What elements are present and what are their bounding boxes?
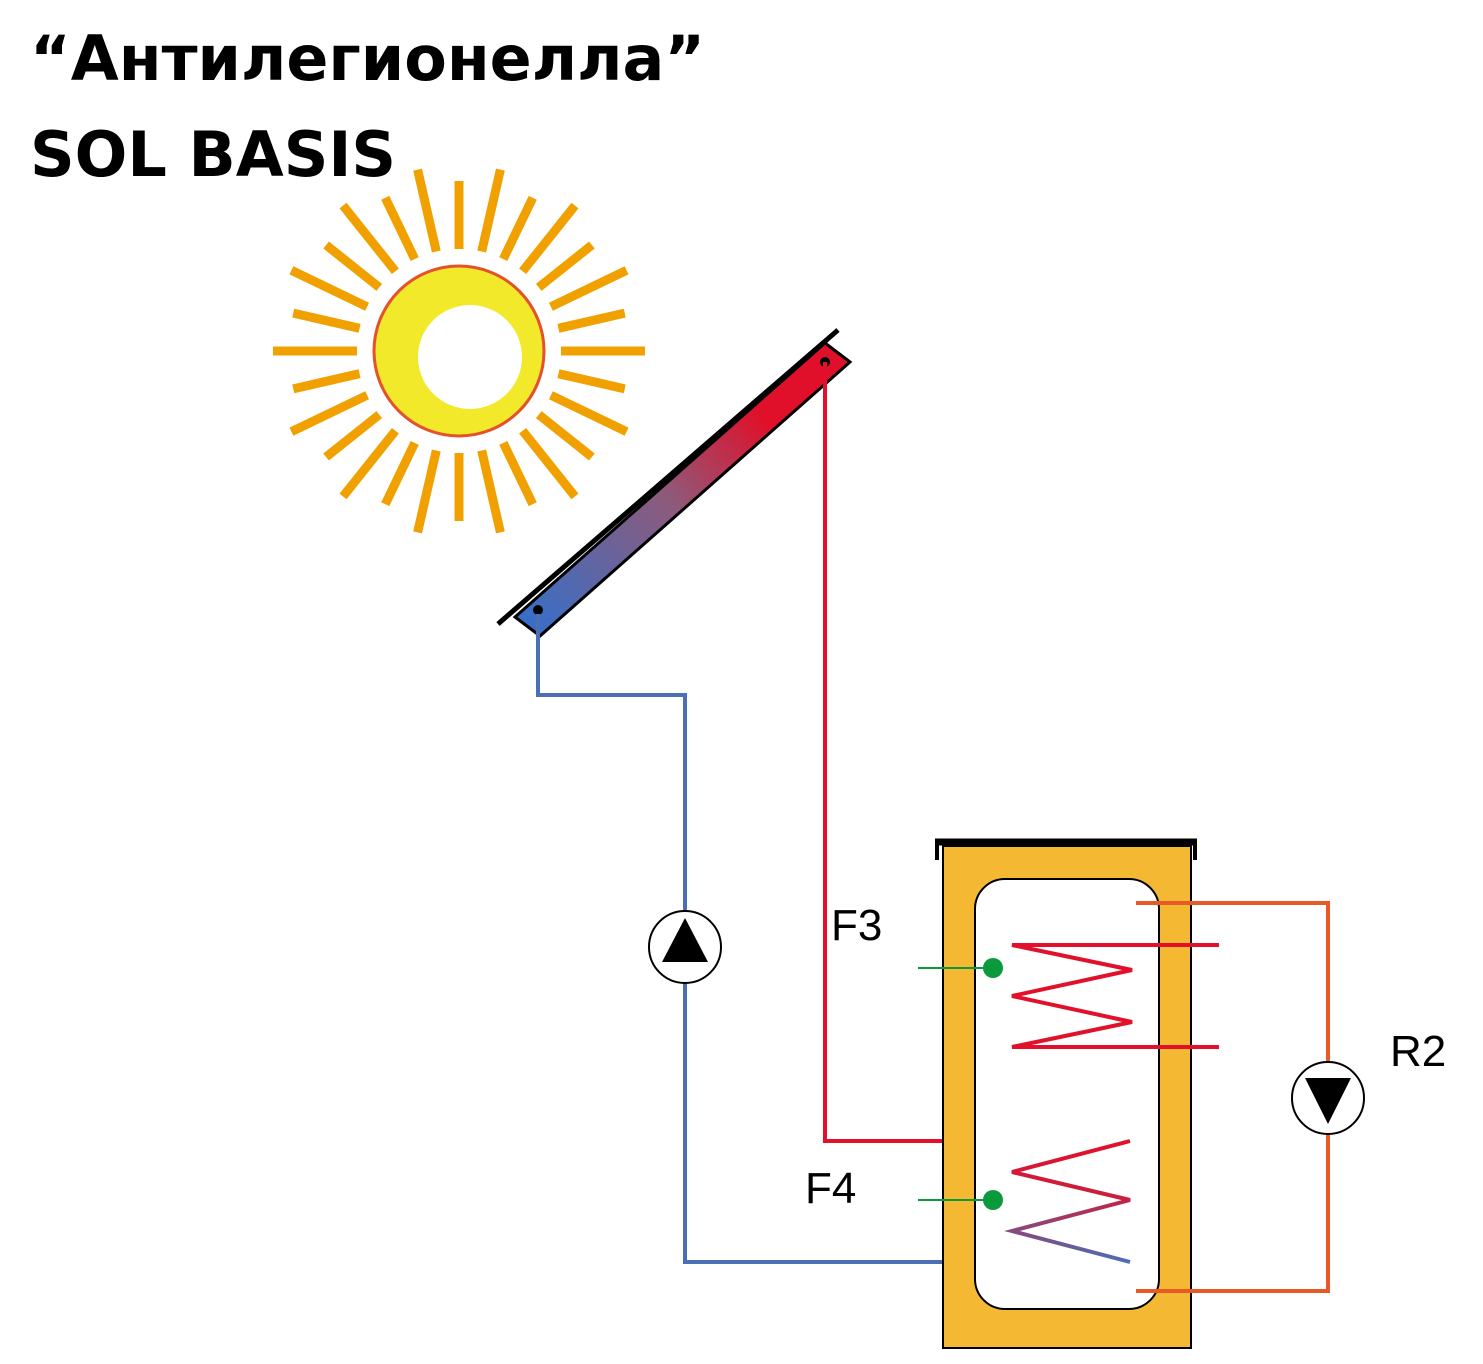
sun-ray	[323, 411, 383, 461]
label-f3: F3	[831, 901, 882, 950]
sensor-f3-dot	[983, 958, 1003, 978]
sun-ray	[557, 369, 626, 394]
sun-ray	[292, 308, 361, 333]
sun-ray	[548, 391, 629, 436]
sun-ray	[289, 266, 370, 311]
sun-icon	[273, 168, 645, 534]
label-r2: R2	[1390, 1027, 1446, 1076]
sun-ray	[413, 449, 441, 534]
sun-ray	[323, 241, 383, 291]
title-line-1: “Антилегионелла”	[30, 22, 706, 95]
sun-highlight	[418, 305, 522, 409]
sensor-f3	[918, 958, 1003, 978]
sun-ray	[381, 195, 419, 262]
storage-tank	[935, 838, 1197, 1349]
upper-heating-coil	[1011, 943, 1219, 1049]
sun-ray	[289, 391, 370, 436]
circulation-pump-icon	[1291, 1061, 1365, 1135]
sun-ray	[339, 427, 399, 500]
sun-rays	[273, 168, 645, 534]
solar-pump-icon	[648, 910, 722, 984]
sun-ray	[499, 440, 537, 507]
sun-ray	[499, 195, 537, 262]
sun-ray	[292, 369, 361, 394]
sun-ray	[413, 168, 441, 253]
circulation-pipe-top	[1136, 901, 1330, 1063]
sun-ray	[519, 427, 579, 500]
sensor-f4-dot	[983, 1190, 1003, 1210]
solar-collector	[496, 328, 853, 638]
label-f4: F4	[805, 1164, 856, 1213]
sun-ray	[477, 449, 505, 534]
sun-ray	[519, 202, 579, 275]
circulation-pipe-bottom	[1136, 1133, 1330, 1293]
sun-ray	[557, 308, 626, 333]
sun-ray	[381, 440, 419, 507]
sun-ray	[535, 411, 595, 461]
collector-inlet-port	[533, 605, 543, 615]
sun-ray	[548, 266, 629, 311]
sun-ray	[535, 241, 595, 291]
title-line-2: SOL BASIS	[30, 118, 397, 191]
sun-ray	[339, 202, 399, 275]
sensor-f4	[918, 1190, 1003, 1210]
cold-return-pipe	[536, 614, 1130, 1264]
sun-ray	[477, 168, 505, 253]
solar-heat-exchanger-coil	[1004, 1139, 1131, 1264]
